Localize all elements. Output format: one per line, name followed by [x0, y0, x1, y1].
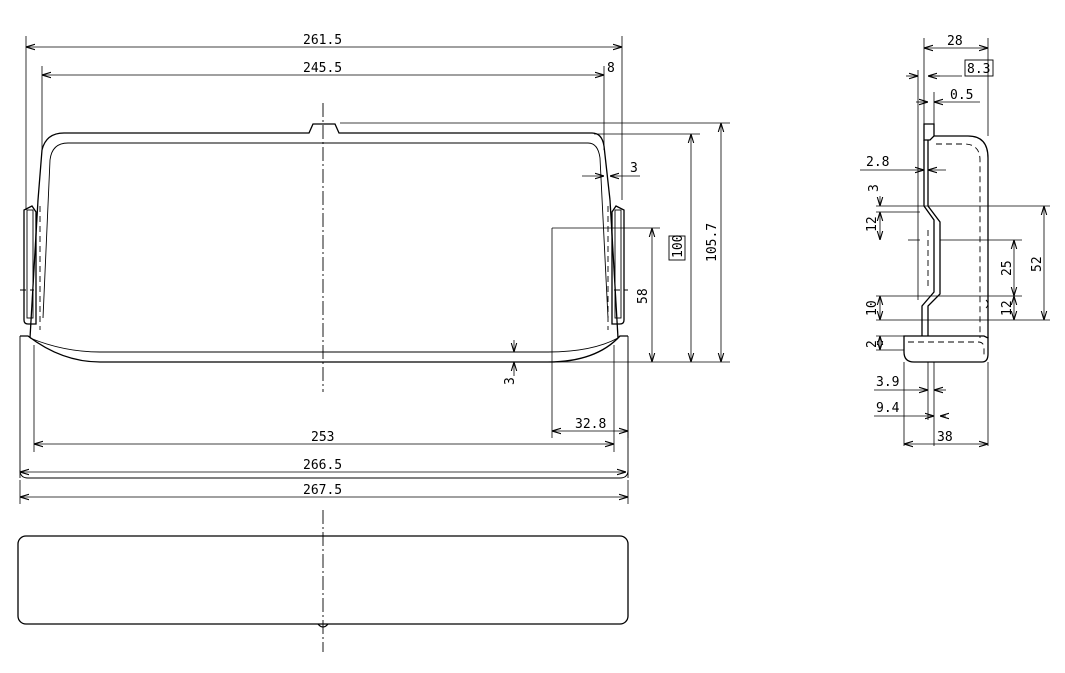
dim-3-wall: 3 — [630, 161, 638, 176]
dim-28: 28 — [947, 34, 963, 49]
dim-32-8: 32.8 — [575, 417, 606, 432]
dim-52: 52 — [1030, 256, 1045, 272]
dim-2-8: 2.8 — [866, 155, 889, 170]
bottom-view — [17, 510, 629, 652]
dim-8: 8 — [607, 61, 615, 76]
dim-58: 58 — [636, 288, 651, 304]
dim-245-5: 245.5 — [303, 61, 342, 76]
dim-267-5: 267.5 — [303, 483, 342, 498]
front-view — [19, 103, 629, 479]
dim-12-lower: 12 — [1000, 300, 1015, 316]
dim-9-4: 9.4 — [876, 401, 900, 416]
dim-38: 38 — [937, 430, 953, 445]
dim-3-side: 3 — [867, 184, 882, 192]
dim-266-5: 266.5 — [303, 458, 342, 473]
dim-253: 253 — [311, 430, 334, 445]
dim-2: 2 — [865, 340, 880, 348]
dim-10: 10 — [865, 300, 880, 316]
dim-261-5: 261.5 — [303, 33, 342, 48]
dim-8-3: 8.3 — [967, 62, 990, 77]
dim-12-upper: 12 — [865, 216, 880, 232]
dim-105-7: 105.7 — [705, 223, 720, 262]
dim-3-9: 3.9 — [876, 375, 899, 390]
side-view-dimensions: 28 8.3 0.5 2.8 3 12 25 — [860, 34, 1050, 446]
side-view — [903, 123, 989, 363]
dim-100: 100 — [671, 235, 686, 258]
dim-25: 25 — [1000, 260, 1015, 276]
dim-3-bottom: 3 — [503, 377, 518, 385]
front-view-dimensions: 261.5 245.5 8 3 100 105.7 58 32.8 — [19, 33, 730, 504]
dim-0-5: 0.5 — [950, 88, 973, 103]
